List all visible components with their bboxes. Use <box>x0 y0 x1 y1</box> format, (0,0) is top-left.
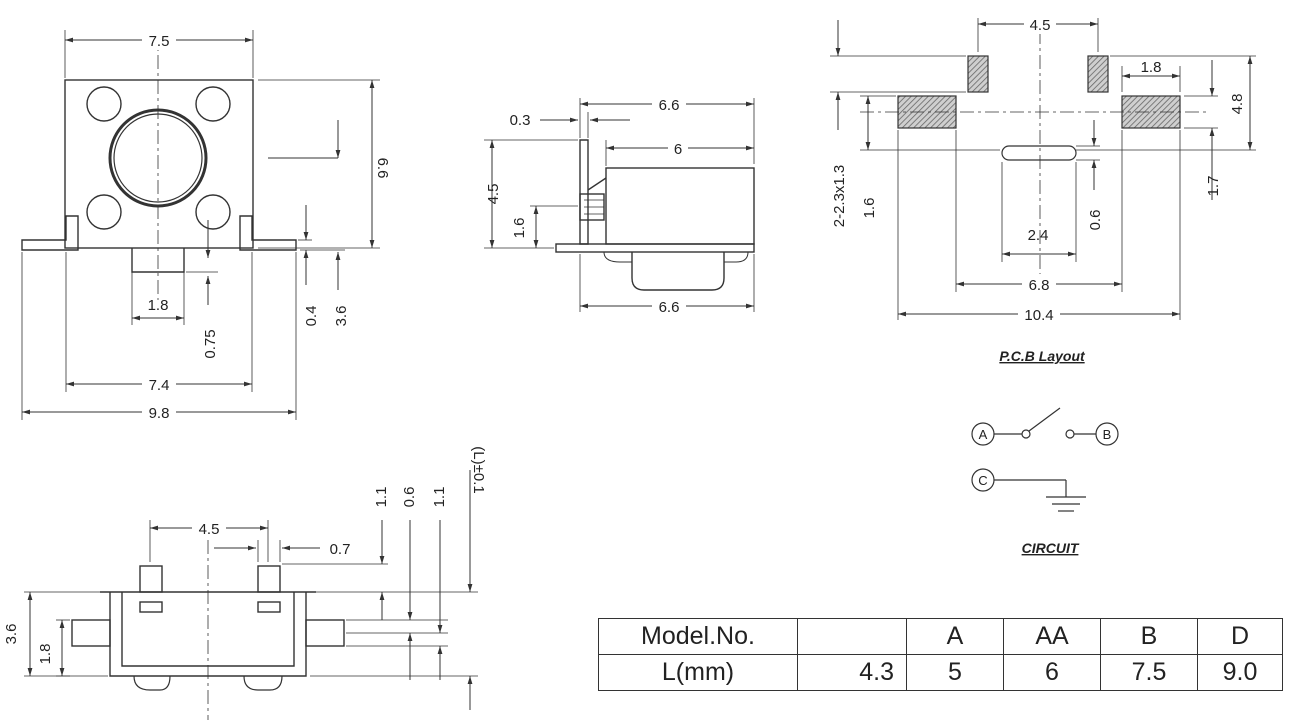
side-view <box>484 98 755 312</box>
dim-front-terminal: 0.4 <box>303 306 320 327</box>
circuit-diagram <box>971 407 1119 512</box>
dim-bottom-height: 3.6 <box>3 624 20 645</box>
table-cell: 7.5 <box>1100 654 1198 691</box>
dim-front-notch: 1.8 <box>148 297 169 314</box>
dim-pcb-right-offset: 1.7 <box>1205 176 1222 197</box>
dim-pcb-slot-width: 0.6 <box>1087 210 1104 231</box>
dim-side-length: 6.6 <box>659 97 680 114</box>
dim-front-notch-depth: 0.75 <box>202 329 219 358</box>
bottom-left-lead <box>71 619 111 647</box>
side-foot <box>631 252 725 291</box>
table-cell: D <box>1197 618 1283 655</box>
mount-hole-top-left <box>86 86 122 122</box>
table-cell <box>797 618 907 655</box>
bottom-view-labels: 4.5 0.7 1.1 0.6 1.1 (L)±0.1 3.6 1.8 <box>3 446 487 664</box>
dim-pcb-pad-pitch: 4.5 <box>1030 17 1051 34</box>
table-cell: B <box>1100 618 1198 655</box>
dim-pcb-inner-span: 6.8 <box>1029 277 1050 294</box>
dim-pcb-total-span: 10.4 <box>1024 307 1053 324</box>
dim-pcb-pad-offset: 1.6 <box>861 198 878 219</box>
front-view <box>21 30 380 420</box>
node-b-circle <box>1095 422 1119 446</box>
switch-body-outline <box>64 79 254 249</box>
dim-side-plate: 0.3 <box>510 112 531 129</box>
dim-side-body: 6 <box>674 141 682 158</box>
table-cell: L(mm) <box>598 654 798 691</box>
bottom-right-lead <box>305 619 345 647</box>
model-length-table: Model.No. A AA B D L(mm) 4.3 5 6 7.5 9.0 <box>598 618 1283 691</box>
table-cell: 6 <box>1003 654 1101 691</box>
table-cell: 4.3 <box>797 654 907 691</box>
table-cell: AA <box>1003 618 1101 655</box>
side-base-plate <box>555 243 755 253</box>
dim-pcb-slot-length: 2.4 <box>1028 227 1049 244</box>
dim-pcb-pad-size: 2-2.3x1.3 <box>831 165 848 228</box>
node-b-label: B <box>1103 427 1112 442</box>
dim-bottom-lead-offset: 1.1 <box>431 487 448 508</box>
pcb-layout <box>830 18 1256 320</box>
side-body <box>605 167 755 245</box>
pad-top-left <box>967 55 989 93</box>
dim-pcb-height: 4.8 <box>1229 94 1246 115</box>
mount-hole-top-right <box>195 86 231 122</box>
table-row: L(mm) 4.3 5 6 7.5 9.0 <box>598 654 1283 691</box>
right-terminal <box>239 215 297 251</box>
circuit-labels: A B C CIRCUIT <box>978 427 1111 556</box>
left-terminal <box>21 215 79 251</box>
dim-front-height: 6.6 <box>374 158 391 179</box>
slot-hole <box>1001 145 1077 161</box>
table-cell: 5 <box>906 654 1004 691</box>
dim-front-width: 7.5 <box>149 33 170 50</box>
dim-bottom-pin-width: 0.7 <box>330 541 351 558</box>
table-cell: 9.0 <box>1197 654 1283 691</box>
dim-bottom-lead-height: 1.8 <box>37 644 54 665</box>
dim-side-stem: 1.6 <box>511 218 528 239</box>
dim-bottom-pin-height: 1.1 <box>373 487 390 508</box>
mount-hole-bottom-right <box>195 194 231 230</box>
dim-side-base: 6.6 <box>659 299 680 316</box>
bottom-left-pin <box>139 565 163 593</box>
pad-top-right <box>1087 55 1109 93</box>
dim-front-inner-span: 7.4 <box>149 377 170 394</box>
dim-pcb-pad-width: 1.8 <box>1141 59 1162 76</box>
dim-bottom-length-tolerance: (L)±0.1 <box>470 446 487 493</box>
dim-bottom-pin-pitch: 4.5 <box>199 521 220 538</box>
table-cell: Model.No. <box>598 618 798 655</box>
dim-front-total-span: 9.8 <box>149 405 170 422</box>
table-cell: A <box>906 618 1004 655</box>
front-view-labels: 7.5 6.6 1.8 0.75 0.4 3.6 7.4 9.8 <box>142 30 391 422</box>
bottom-notch <box>131 248 185 273</box>
bottom-right-pin <box>257 565 281 593</box>
bottom-view <box>24 470 478 720</box>
mount-hole-bottom-left <box>86 194 122 230</box>
switch-lever <box>1028 407 1061 432</box>
node-c-label: C <box>978 473 987 488</box>
circuit-caption: CIRCUIT <box>1022 540 1080 556</box>
side-bracket <box>587 177 607 191</box>
table-header-row: Model.No. A AA B D <box>598 618 1283 655</box>
side-view-labels: 0.3 6.6 6 4.5 1.6 6.6 <box>485 94 688 316</box>
dim-side-height: 4.5 <box>485 184 502 205</box>
dim-bottom-lead-thickness: 0.6 <box>401 487 418 508</box>
dim-front-center: 3.6 <box>333 306 350 327</box>
pcb-layout-caption: P.C.B Layout <box>999 348 1086 364</box>
node-a-label: A <box>979 427 988 442</box>
side-actuator-plate <box>579 139 589 245</box>
pcb-layout-labels: 4.5 1.8 4.8 2-2.3x1.3 1.6 1.7 0.6 2.4 6.… <box>831 14 1246 364</box>
